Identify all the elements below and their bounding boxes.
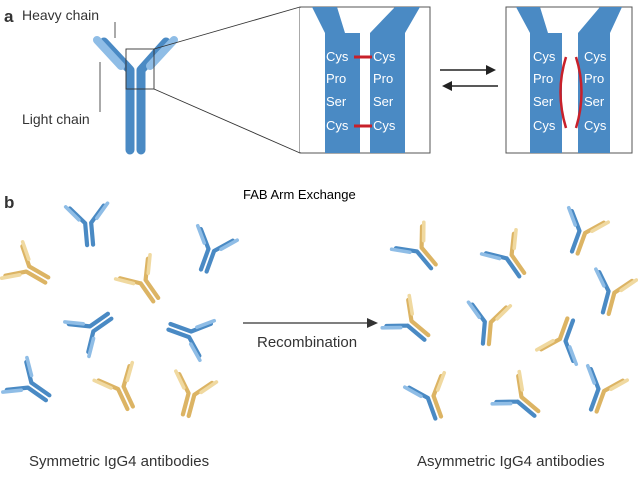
hinge-zoom-box-left: Cys Pro Ser Cys Cys Pro Ser Cys	[299, 6, 431, 154]
antibody-mixed	[382, 296, 440, 354]
panel-a-letter: a	[4, 7, 14, 26]
antibody-mixed	[555, 208, 608, 260]
residue-pro: Pro	[326, 71, 346, 86]
residue-ser: Ser	[373, 94, 394, 109]
intrachain-bond	[559, 56, 568, 129]
antibody-blue	[65, 299, 122, 356]
residue-pro: Pro	[373, 71, 393, 86]
residue-ser: Ser	[584, 94, 605, 109]
intrachain-bond	[574, 56, 583, 129]
antibody-blue	[184, 226, 237, 278]
heavy-chain-label: Heavy chain	[22, 7, 99, 23]
antibody-mixed	[405, 373, 458, 425]
antibody-mixed	[574, 366, 627, 418]
residue-cys: Cys	[584, 118, 607, 133]
symmetric-antibody-group	[2, 203, 238, 420]
residue-pro: Pro	[584, 71, 604, 86]
residue-cys: Cys	[326, 49, 349, 64]
asymmetric-antibody-group	[382, 208, 636, 430]
hinge-zoom-box-right: Cys Pro Ser Cys Cys Pro Ser Cys	[505, 6, 633, 154]
equilibrium-arrows	[440, 65, 498, 91]
antibody-blue	[3, 358, 60, 415]
residue-pro: Pro	[533, 71, 553, 86]
residue-cys: Cys	[373, 118, 396, 133]
diagram-title: FAB Arm Exchange	[243, 187, 356, 202]
antibody-mixed	[586, 269, 637, 319]
antibody-yellow	[94, 363, 149, 417]
recombination-arrow: Recombination	[243, 318, 378, 351]
antibody-mixed	[482, 230, 539, 287]
residue-cys: Cys	[533, 49, 556, 64]
antibody-yellow	[116, 255, 173, 312]
hinge-highlight-box	[125, 48, 155, 90]
residue-cys: Cys	[533, 118, 556, 133]
recombination-label: Recombination	[257, 334, 357, 351]
antibody-mixed	[537, 312, 590, 364]
antibody-yellow	[166, 371, 217, 421]
residue-cys: Cys	[326, 118, 349, 133]
antibody-blue	[66, 203, 111, 247]
antibody-mixed	[465, 302, 510, 346]
asymmetric-caption: Asymmetric IgG4 antibodies	[417, 453, 605, 470]
residue-ser: Ser	[533, 94, 554, 109]
antibody-mixed	[492, 372, 550, 430]
light-chain-label: Light chain	[22, 111, 90, 127]
antibody-schematic	[93, 6, 301, 155]
antibody-yellow	[2, 242, 58, 298]
antibody-blue	[162, 307, 214, 360]
residue-cys: Cys	[373, 49, 396, 64]
residue-cys: Cys	[584, 49, 607, 64]
residue-ser: Ser	[326, 94, 347, 109]
panel-b-letter: b	[4, 193, 14, 212]
antibody-mixed	[392, 222, 450, 280]
symmetric-caption: Symmetric IgG4 antibodies	[29, 453, 209, 470]
